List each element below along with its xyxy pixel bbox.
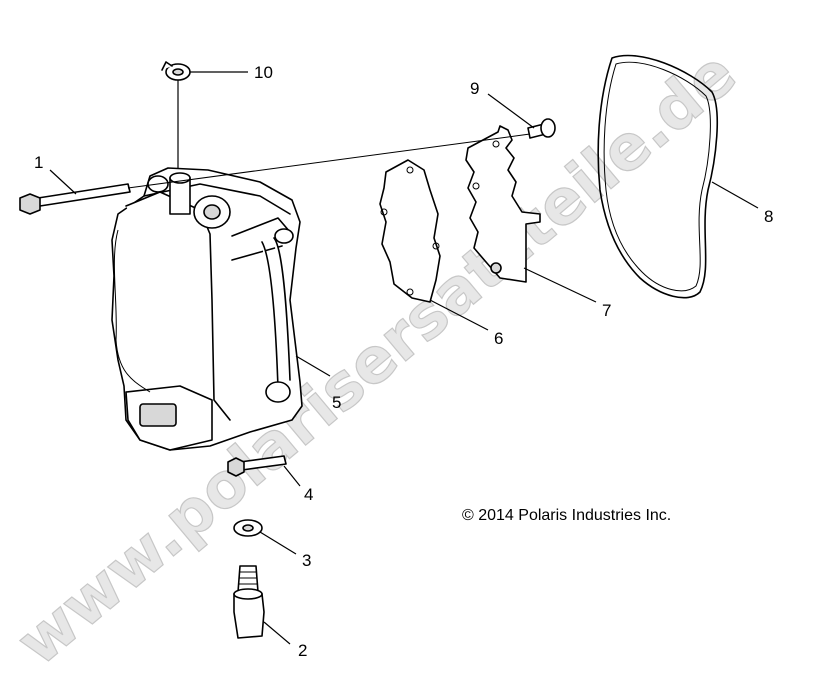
callout-5: 5 — [332, 393, 341, 412]
callout-6: 6 — [494, 329, 503, 348]
part-3-washer — [233, 519, 263, 537]
part-7-plate — [465, 125, 541, 283]
part-10-clamp — [161, 61, 191, 168]
part-9-fastener — [527, 118, 556, 139]
leader-1 — [49, 169, 77, 195]
part-5-valve-cover — [111, 167, 303, 451]
leader-2 — [263, 621, 291, 645]
part-1-bolt — [19, 183, 131, 215]
alignment-line — [127, 133, 531, 189]
callout-2: 2 — [298, 641, 307, 660]
copyright-text: © 2014 Polaris Industries Inc. — [462, 507, 671, 524]
callout-4: 4 — [304, 485, 313, 504]
part-8-gasket — [597, 54, 719, 299]
part-2-sensor — [233, 565, 265, 639]
callout-3: 3 — [302, 551, 311, 570]
callout-8: 8 — [764, 207, 773, 226]
leader-9 — [487, 93, 535, 129]
leader-7 — [523, 267, 597, 303]
callout-7: 7 — [602, 301, 611, 320]
leader-4 — [283, 465, 301, 487]
callout-10: 10 — [254, 63, 273, 82]
watermark-text: www.polarisersatzteile.de — [3, 36, 750, 679]
part-4-bolt — [227, 455, 287, 477]
watermark: www.polarisersatzteile.de — [2, 36, 750, 680]
callout-9: 9 — [470, 79, 479, 98]
part-6-plate — [379, 159, 441, 303]
callout-1: 1 — [34, 153, 43, 172]
leader-3 — [259, 531, 297, 555]
leader-6 — [429, 299, 489, 331]
leader-8 — [711, 181, 759, 209]
leader-5 — [295, 355, 331, 377]
